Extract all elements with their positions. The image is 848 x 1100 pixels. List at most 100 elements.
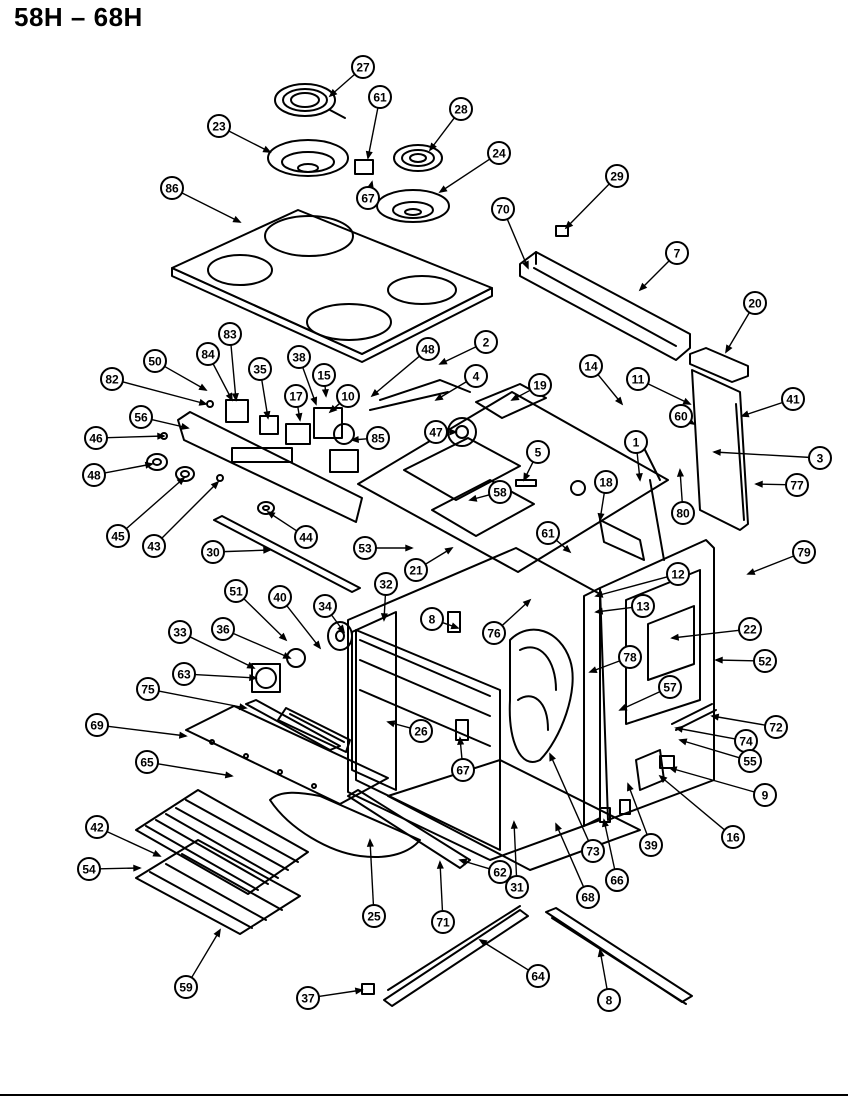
- leader-arrow: [436, 860, 444, 869]
- leader-arrow: [601, 818, 609, 828]
- callout-78: 78: [588, 645, 642, 673]
- callout-19: 19: [510, 373, 552, 401]
- callout-14: 14: [579, 354, 624, 406]
- leader-arrow: [310, 396, 318, 406]
- bake-element: [277, 707, 351, 753]
- callout-bubble: [224, 579, 248, 603]
- callout-bubble: [416, 337, 440, 361]
- callout-label: 32: [379, 578, 393, 592]
- callout-bubble: [666, 562, 690, 586]
- leader-line: [107, 725, 187, 737]
- callout-83: 83: [218, 322, 242, 402]
- callout-bubble: [336, 384, 360, 408]
- callout-68: 68: [555, 822, 600, 909]
- callout-33: 33: [168, 620, 256, 669]
- callout-48: 48: [370, 337, 440, 398]
- leader-line: [741, 401, 783, 417]
- callout-bubble: [721, 825, 745, 849]
- callout-bubble: [449, 97, 473, 121]
- callout-label: 58: [493, 486, 507, 500]
- leader-arrow: [710, 713, 720, 721]
- callout-bubble: [85, 815, 109, 839]
- callout-22: 22: [670, 617, 762, 641]
- callout-label: 84: [201, 348, 215, 362]
- leader-arrow: [213, 928, 221, 938]
- control-panel: [177, 399, 363, 523]
- oven-rack-lower: [135, 839, 301, 935]
- callout-66: 66: [601, 818, 629, 892]
- callout-42: 42: [85, 815, 162, 857]
- callout-bubble: [536, 521, 560, 545]
- leader-arrow: [618, 703, 628, 711]
- leader-line: [106, 435, 165, 439]
- drip-pan-large: [267, 139, 349, 177]
- callout-bubble: [312, 363, 336, 387]
- callout-65: 65: [135, 750, 234, 779]
- leader-arrow: [263, 410, 271, 420]
- callout-bubble: [129, 405, 153, 429]
- callout-70: 70: [491, 197, 529, 270]
- callout-37: 37: [296, 986, 364, 1010]
- callout-label: 30: [206, 546, 220, 560]
- callout-label: 47: [429, 426, 443, 440]
- leader-arrow: [198, 398, 208, 406]
- leader-arrow: [458, 858, 468, 866]
- leader-arrow: [133, 864, 142, 872]
- callout-27: 27: [328, 55, 375, 98]
- callout-label: 13: [636, 600, 650, 614]
- callout-label: 48: [421, 343, 435, 357]
- leader-arrow: [438, 357, 448, 365]
- leveling-leg-right: [619, 799, 631, 815]
- callout-bubble: [404, 558, 428, 582]
- callout-label: 8: [429, 613, 436, 627]
- fan-blade: [327, 621, 353, 651]
- leader-arrow: [754, 480, 763, 488]
- callout-label: 56: [134, 411, 148, 425]
- callout-69: 69: [85, 713, 188, 739]
- callout-label: 23: [212, 120, 226, 134]
- callout-bubble: [626, 367, 650, 391]
- callout-bubble: [753, 783, 777, 807]
- callout-label: 18: [599, 476, 613, 490]
- callout-label: 20: [748, 297, 762, 311]
- leader-line: [711, 715, 766, 726]
- callout-77: 77: [754, 473, 809, 497]
- leader-arrow: [225, 392, 233, 402]
- callout-10: 10: [328, 384, 360, 414]
- leader-line: [318, 989, 363, 998]
- leader-arrow: [562, 544, 572, 554]
- leader-arrow: [246, 661, 256, 669]
- callout-label: 62: [493, 866, 507, 880]
- leader-line: [194, 673, 257, 679]
- callout-50: 50: [143, 349, 208, 391]
- leader-arrow: [380, 613, 388, 622]
- leader-arrow: [670, 633, 680, 641]
- callout-bubble: [374, 572, 398, 596]
- callout-label: 54: [82, 863, 96, 877]
- leader-arrow: [180, 423, 190, 430]
- callout-45: 45: [106, 476, 186, 548]
- callout-bubble: [136, 677, 160, 701]
- callout-label: 43: [147, 540, 161, 554]
- callout-label: 61: [541, 527, 555, 541]
- callout-bubble: [764, 715, 788, 739]
- leader-arrow: [740, 410, 750, 418]
- leader-line: [669, 767, 755, 793]
- callout-5: 5: [523, 440, 550, 482]
- leader-arrow: [313, 640, 322, 650]
- leader-line: [161, 481, 219, 539]
- leader-arrow: [510, 820, 518, 829]
- callout-label: 66: [610, 874, 624, 888]
- callout-bubble: [631, 594, 655, 618]
- leader-arrow: [478, 939, 488, 947]
- leader-line: [228, 130, 271, 153]
- leader-arrow: [444, 547, 454, 555]
- leader-arrow: [564, 220, 574, 230]
- hinge-bracket: [635, 749, 665, 791]
- leader-arrow: [224, 771, 234, 779]
- callout-26: 26: [386, 719, 433, 743]
- leader-arrow: [594, 590, 604, 598]
- callout-label: 21: [409, 564, 423, 578]
- callout-label: 46: [89, 432, 103, 446]
- leader-line: [367, 107, 379, 159]
